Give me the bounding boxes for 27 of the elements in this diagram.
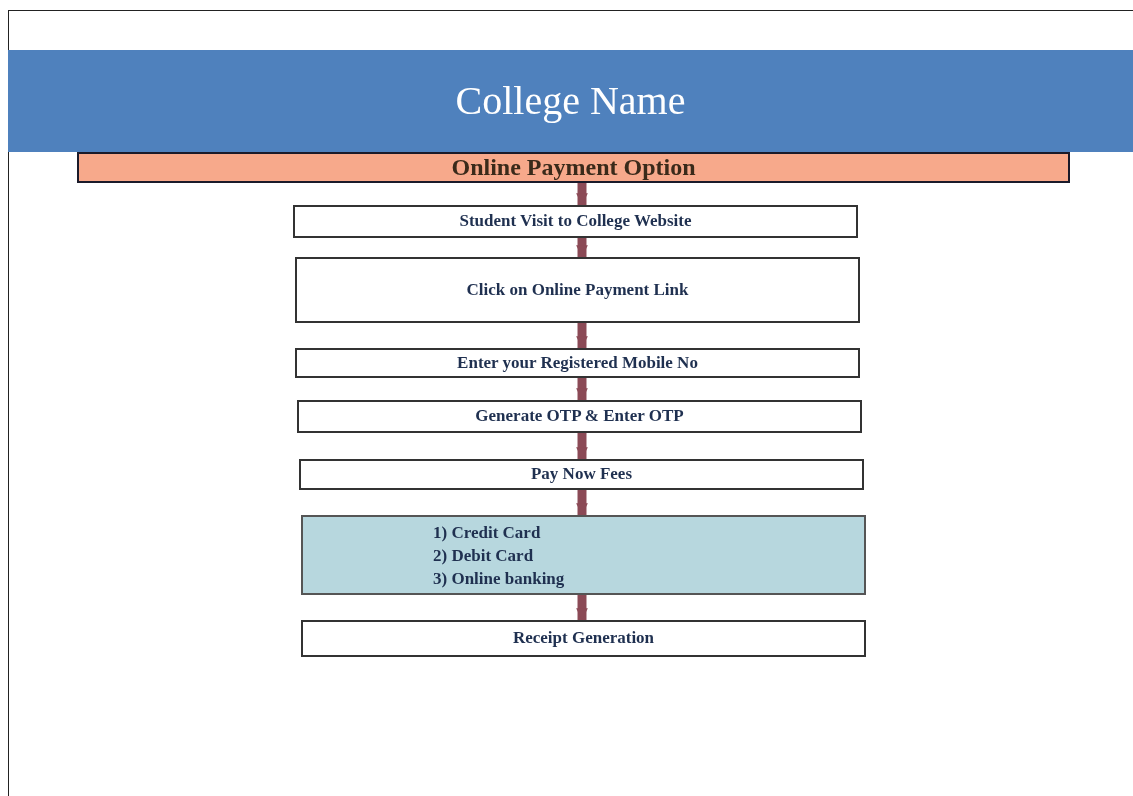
arrow <box>576 490 588 515</box>
step-text: Click on Online Payment Link <box>466 279 689 301</box>
list-item: 1) Credit Card <box>433 521 541 544</box>
process-box <box>297 400 862 433</box>
process-box <box>295 257 860 323</box>
arrow <box>576 378 588 400</box>
arrow <box>576 595 588 620</box>
list-item: 2) Debit Card <box>433 544 534 567</box>
step-text: Enter your Registered Mobile No <box>457 352 698 374</box>
step-text: Pay Now Fees <box>531 464 632 485</box>
step-text: Receipt Generation <box>512 628 655 649</box>
process-box <box>293 205 858 238</box>
arrow <box>576 323 588 348</box>
step-text: Online Payment Option <box>451 153 696 182</box>
process-box <box>299 459 864 490</box>
arrow <box>576 238 588 257</box>
step-text: Student Visit to College Website <box>459 211 692 232</box>
section-header <box>77 152 1070 183</box>
title-band <box>8 50 1133 152</box>
options-box <box>301 515 866 595</box>
arrow <box>576 183 588 205</box>
step-text: Generate OTP & Enter OTP <box>475 406 684 427</box>
list-item: 3) Online banking <box>433 567 565 590</box>
process-box <box>301 620 866 657</box>
arrow <box>576 433 588 459</box>
title-text: College Name <box>455 77 686 125</box>
process-box <box>295 348 860 378</box>
